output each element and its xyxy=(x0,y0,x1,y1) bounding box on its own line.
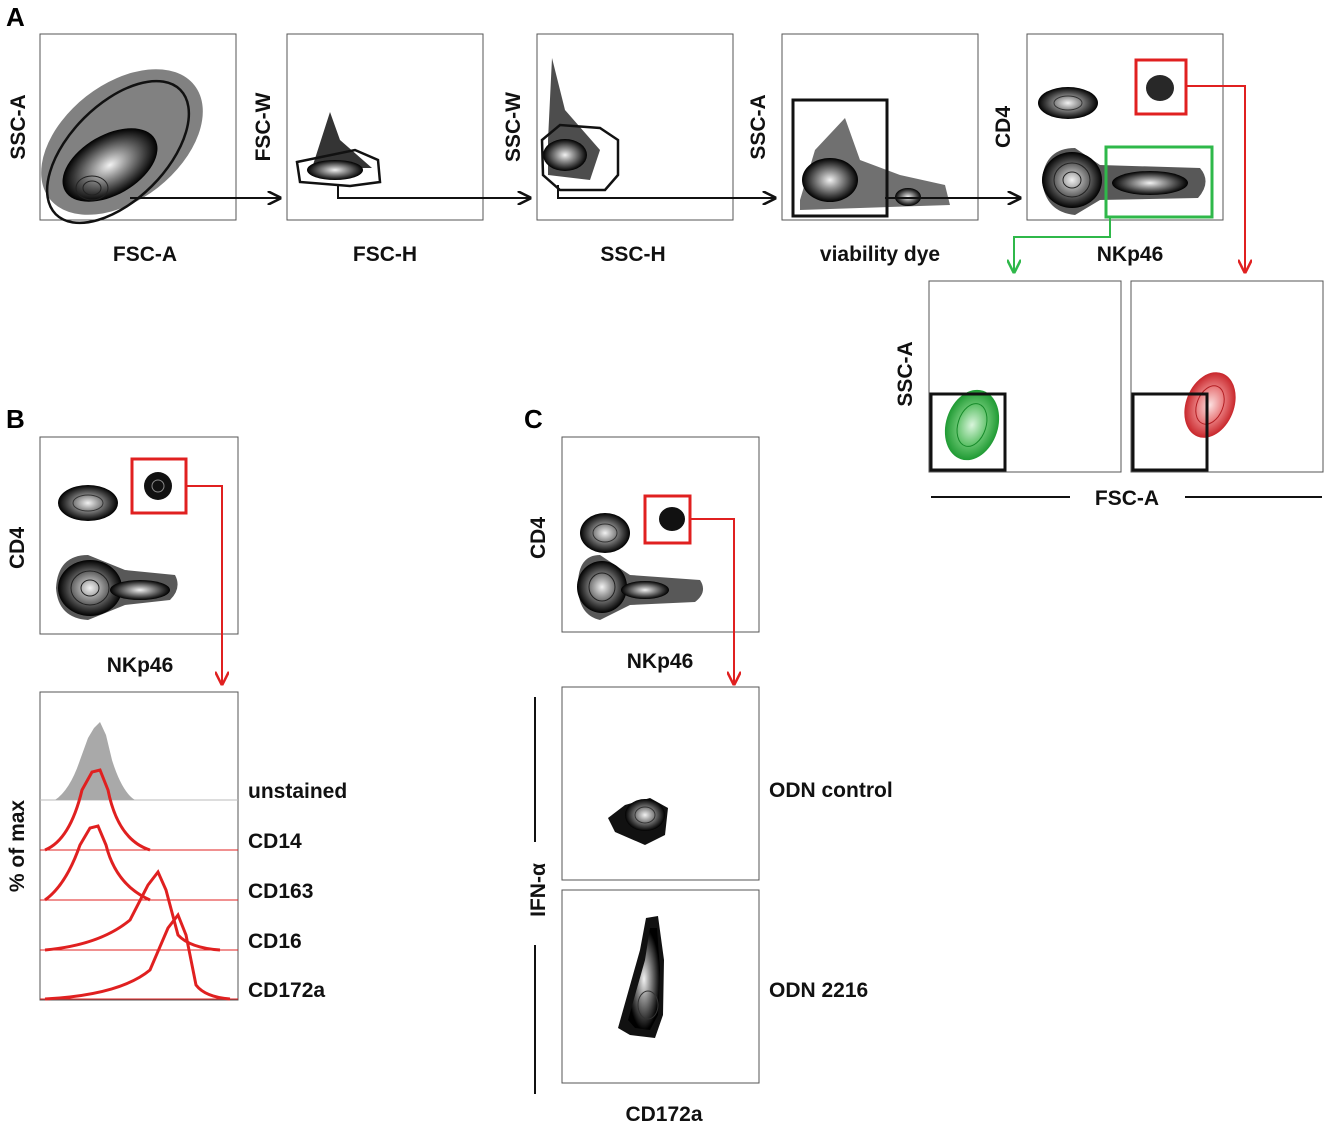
sub-x-axis-label: FSC-A xyxy=(1095,487,1159,510)
x-axis-label: FSC-A xyxy=(113,243,177,266)
y-axis-label: SSC-A xyxy=(747,94,770,159)
x-axis-label: NKp46 xyxy=(627,650,694,673)
plot-green-population xyxy=(928,280,1122,473)
x-axis-label: SSC-H xyxy=(600,243,665,266)
histogram-cd163 xyxy=(44,824,151,902)
track-label-unstained: unstained xyxy=(248,780,347,803)
gating-arrow-red xyxy=(1186,85,1245,272)
plot-odn-2216 xyxy=(561,889,760,1084)
x-axis-label: NKp46 xyxy=(107,654,174,677)
histogram-y-label: % of max xyxy=(6,800,29,893)
condition-label-2216: ODN 2216 xyxy=(769,979,868,1002)
bottom-x-axis-label: CD172a xyxy=(625,1103,702,1126)
gate-polygon xyxy=(295,148,382,188)
density-cloud xyxy=(312,112,372,168)
unstained-histogram xyxy=(55,722,135,800)
density-core xyxy=(62,128,158,202)
gate-ellipse xyxy=(45,79,191,225)
bottom-y-axis-label: IFN-α xyxy=(527,863,550,917)
plot-viability-ssca: viability dye SSC-A xyxy=(747,33,979,266)
density-core xyxy=(307,160,363,180)
plot-odn-control xyxy=(561,686,760,881)
gate-polygon xyxy=(540,123,620,192)
y-axis-label: CD4 xyxy=(6,527,29,569)
y-axis-label: CD4 xyxy=(992,106,1015,148)
track-label-cd14: CD14 xyxy=(248,830,302,853)
gate-green-rect xyxy=(1104,145,1214,219)
histogram-cd14 xyxy=(44,768,151,852)
panel-letter-c: C xyxy=(524,404,543,434)
gating-arrow-green xyxy=(1014,217,1111,272)
y-axis-label: SSC-W xyxy=(502,92,525,162)
histogram-cd16 xyxy=(44,869,221,952)
gate-rect xyxy=(791,98,889,218)
gating-arrow xyxy=(337,185,530,198)
track-label-cd16: CD16 xyxy=(248,930,302,953)
plot-red-population xyxy=(1130,280,1324,473)
sub-y-axis-label: SSC-A xyxy=(894,341,917,406)
x-axis-label: FSC-H xyxy=(353,243,417,266)
plot-fsch-fscw: FSC-H FSC-W xyxy=(252,33,484,266)
plot-c-nkp46-cd4: NKp46 CD4 xyxy=(527,436,760,673)
histogram-cd172a xyxy=(44,911,231,1001)
panel-letter-a: A xyxy=(6,2,25,32)
plot-ssch-sscw: SSC-H SSC-W xyxy=(502,33,734,266)
gating-arrow-red xyxy=(690,518,734,684)
y-axis-label: FSC-W xyxy=(252,92,275,161)
y-axis-label: SSC-A xyxy=(7,94,30,159)
plot-fsca-ssca: FSC-A SSC-A xyxy=(7,33,237,266)
plot-b-nkp46-cd4: NKp46 CD4 xyxy=(6,436,239,677)
panel-letter-b: B xyxy=(6,404,25,434)
density-core xyxy=(543,139,587,171)
histogram-overlay: % of max xyxy=(6,691,239,1001)
condition-label-control: ODN control xyxy=(769,779,893,802)
density-core xyxy=(802,158,858,202)
track-label-cd163: CD163 xyxy=(248,880,313,903)
gating-arrow-red xyxy=(186,485,222,684)
gate-rect xyxy=(929,392,1007,472)
track-label-cd172a: CD172a xyxy=(248,979,325,1002)
gating-arrow xyxy=(557,185,775,198)
x-axis-label: viability dye xyxy=(820,243,940,266)
x-axis-label: NKp46 xyxy=(1097,243,1164,266)
y-axis-label: CD4 xyxy=(527,517,550,559)
plot-nkp46-cd4: NKp46 CD4 xyxy=(992,33,1224,266)
gate-rect xyxy=(1131,392,1209,472)
